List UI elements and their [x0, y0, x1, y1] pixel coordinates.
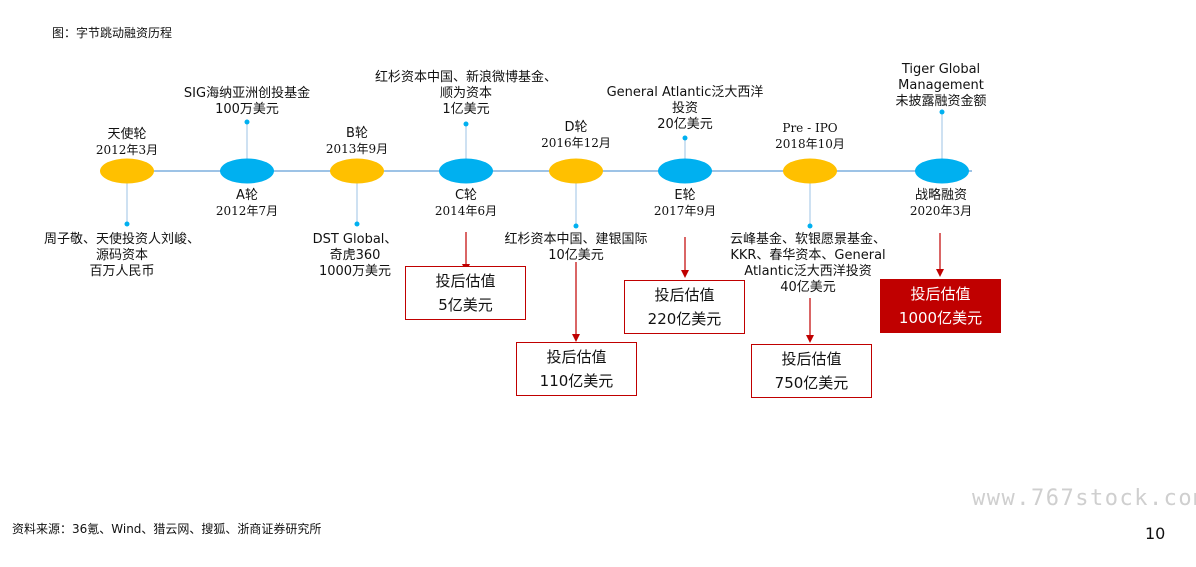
node-c: [439, 158, 493, 184]
round-label-angel: 天使轮: [107, 127, 147, 142]
investors-e: General Atlantic泛大西洋 投资 20亿美元: [606, 85, 764, 132]
arrowhead-preipo: [806, 335, 814, 343]
arrowhead-strategic: [936, 269, 944, 277]
connector-dot-preipo: [807, 223, 813, 229]
round-date-a: 2012年7月: [215, 204, 279, 218]
figure-caption: 图：字节跳动融资历程: [52, 26, 173, 40]
node-strategic: [915, 158, 969, 184]
investors-strategic: Tiger Global Management 未披露融资金额: [895, 62, 987, 109]
round-label-strategic: 战略融资: [914, 188, 968, 203]
node-b: [330, 158, 384, 184]
connector-dot-d: [573, 223, 579, 229]
valuation-box-c: 投后估值 5亿美元: [405, 266, 526, 320]
investors-angel: 周子敬、天使投资人刘峻、 源码资本 百万人民币: [43, 232, 201, 279]
connector-dot-e: [682, 135, 688, 141]
round-label-d: D轮: [564, 120, 588, 135]
arrowhead-d: [572, 334, 580, 342]
round-label-b: B轮: [346, 126, 368, 141]
investors-c: 红杉资本中国、新浪微博基金、 顺为资本 1亿美元: [374, 70, 558, 117]
round-date-e: 2017年9月: [653, 204, 717, 218]
round-label-c: C轮: [454, 188, 478, 203]
page-number: 10: [1145, 524, 1166, 543]
connector-dot-a: [244, 119, 250, 125]
connector-dot-angel: [124, 221, 130, 227]
node-d: [549, 158, 603, 184]
arrowhead-e: [681, 270, 689, 278]
investors-preipo: 云峰基金、软银愿景基金、 KKR、春华资本、General Atlantic泛大…: [729, 232, 887, 295]
round-date-strategic: 2020年3月: [909, 204, 973, 218]
round-date-b: 2013年9月: [325, 142, 389, 156]
round-date-preipo: 2018年10月: [775, 137, 845, 151]
watermark: www.767stock.com: [972, 486, 1196, 511]
round-label-preipo: Pre - IPO: [782, 121, 838, 135]
investors-b: DST Global、 奇虎360 1000万美元: [312, 232, 398, 279]
round-date-angel: 2012年3月: [95, 143, 159, 157]
round-date-c: 2014年6月: [434, 204, 498, 218]
round-label-e: E轮: [674, 188, 696, 203]
node-a: [220, 158, 274, 184]
source-note: 资料来源：36氪、Wind、猎云网、搜狐、浙商证券研究所: [12, 522, 322, 536]
node-preipo: [783, 158, 837, 184]
round-label-a: A轮: [236, 188, 258, 203]
round-date-d: 2016年12月: [541, 136, 611, 150]
valuation-box-strategic: 投后估值 1000亿美元: [880, 279, 1001, 333]
valuation-box-d: 投后估值 110亿美元: [516, 342, 637, 396]
investors-a: SIG海纳亚洲创投基金 100万美元: [183, 86, 311, 117]
connector-dot-strategic: [939, 109, 945, 115]
valuation-box-e: 投后估值 220亿美元: [624, 280, 745, 334]
connector-dot-c: [463, 121, 469, 127]
valuation-box-preipo: 投后估值 750亿美元: [751, 344, 872, 398]
node-angel: [100, 158, 154, 184]
connector-dot-b: [354, 221, 360, 227]
node-e: [658, 158, 712, 184]
investors-d: 红杉资本中国、建银国际 10亿美元: [504, 232, 648, 263]
